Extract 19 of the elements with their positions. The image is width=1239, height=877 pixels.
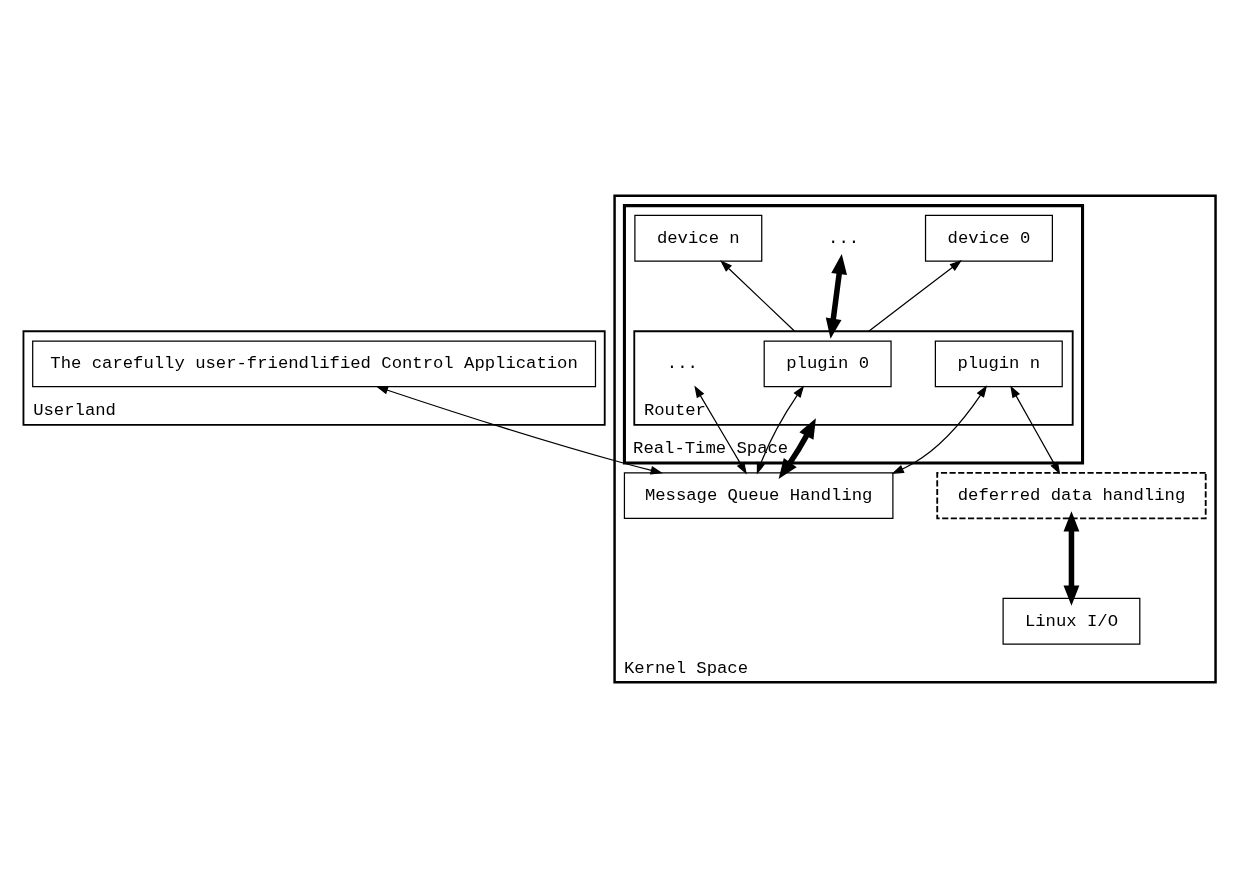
node-box: Linux I/O	[1002, 597, 1141, 645]
arrow	[720, 259, 796, 332]
arrow	[825, 253, 848, 339]
arrow	[1010, 384, 1061, 474]
node-text: ...	[666, 353, 698, 373]
node-box: The carefully user-friendlified Control Application	[32, 340, 597, 387]
node-box: plugin 0	[763, 340, 892, 387]
arrow	[891, 384, 988, 474]
arrow	[375, 385, 663, 474]
node-box: Message Queue Handling	[623, 471, 894, 519]
arrow	[1063, 510, 1080, 606]
arrow	[868, 259, 962, 332]
node-box: plugin n	[934, 340, 1063, 387]
arrow	[694, 384, 747, 474]
node-box: device 0	[924, 214, 1053, 262]
node-box: deferred data handling	[936, 471, 1207, 519]
node-text: ...	[828, 228, 860, 248]
arrow	[778, 417, 816, 479]
node-box: device n	[634, 214, 763, 262]
